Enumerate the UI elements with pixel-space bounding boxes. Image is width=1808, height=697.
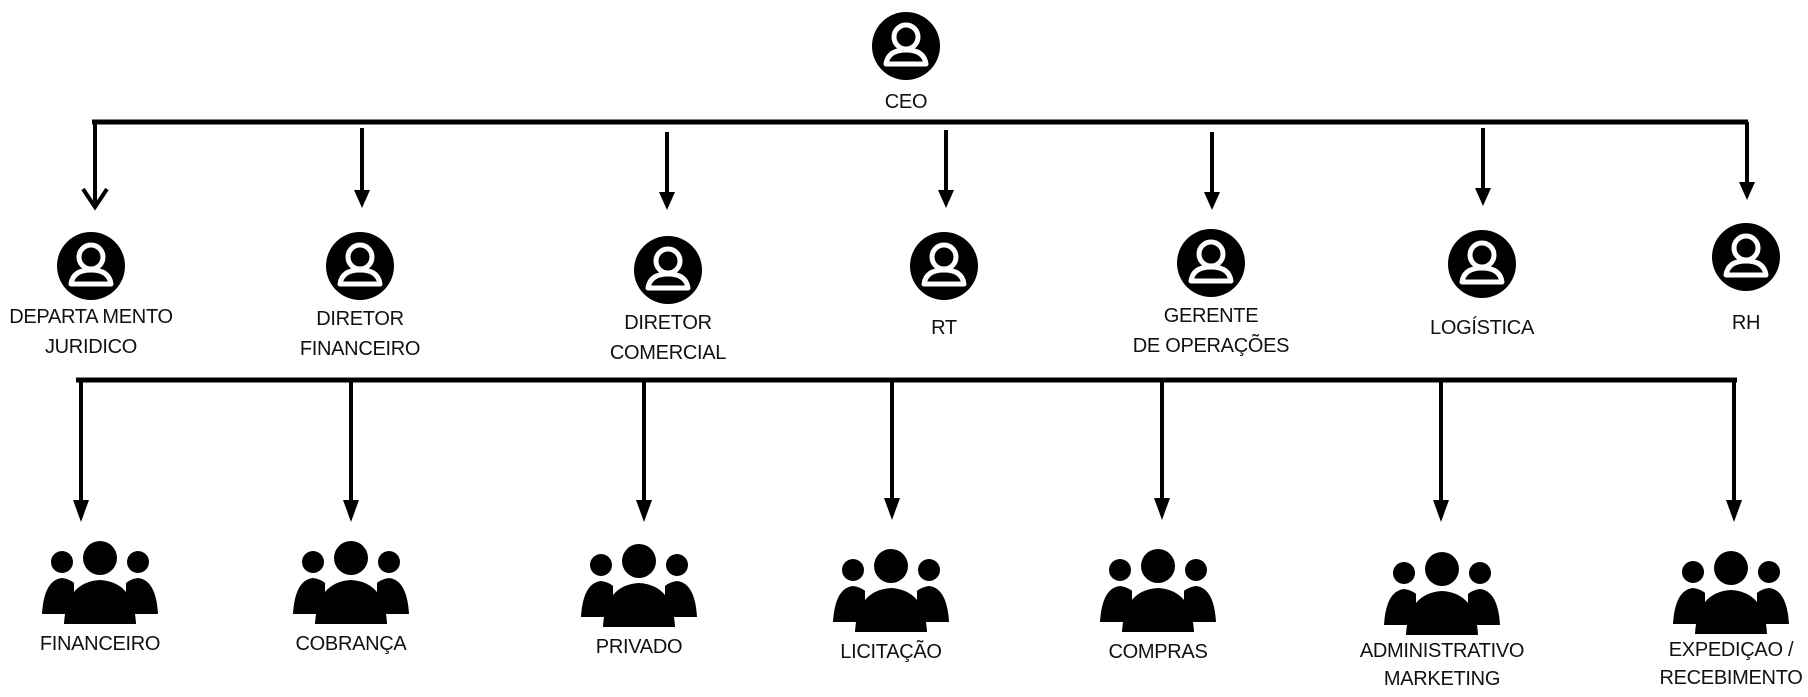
node-privado: PRIVADO [524,533,754,661]
node-financeiro: FINANCEIRO [0,530,215,658]
node-label-line1: DEPARTA MENTO [9,306,173,328]
node-label-line2: MARKETING [1383,668,1501,690]
node-administrativo-marketing: ADMINISTRATIVO MARKETING [1327,541,1557,693]
arrowhead-juridico [81,187,109,211]
group-icon [42,540,158,624]
node-label: LOGÍSTICA [1430,314,1534,342]
node-label-line2: RECEBIMENTO [1659,667,1803,689]
level2-arrows [73,380,1742,522]
person-icon [1448,230,1516,298]
group-icon [1384,551,1500,635]
node-compras: COMPRAS [1043,538,1273,666]
node-label-line1: COBRANÇA [295,633,407,655]
node-logistica: LOGÍSTICA [1367,228,1597,342]
node-label-line1: COMPRAS [1108,641,1208,663]
node-label-line2: JURIDICO [44,336,138,358]
node-label-line1: DIRETOR [624,312,712,334]
ceo-node: CEO [791,10,1021,116]
node-label: FINANCEIRO [39,630,161,658]
person-icon [326,232,394,300]
node-diretor-financeiro: DIRETOR FINANCEIRO [245,230,475,364]
node-label: PRIVADO [595,633,683,661]
node-label: COBRANÇA [296,630,407,658]
node-label-line2: DE OPERAÇÕES [1132,335,1290,357]
node-gerente-operacoes: GERENTE DE OPERAÇÕES [1096,227,1326,361]
node-label-line1: LOGÍSTICA [1430,317,1534,339]
node-rt: RT [829,230,1059,342]
node-label-line1: LICITAÇÃO [840,641,942,663]
node-label-line1: EXPEDIÇAO / [1668,639,1794,661]
node-label: GERENTE DE OPERAÇÕES [1132,301,1290,361]
node-label: DIRETOR FINANCEIRO [299,304,421,364]
node-label-line1: RT [931,317,957,339]
person-icon [57,232,125,300]
node-label-line1: DIRETOR [316,308,404,330]
node-label-line2: FINANCEIRO [299,338,421,360]
person-icon [634,236,702,304]
group-icon [1100,548,1216,632]
node-label-line2: COMERCIAL [609,342,727,364]
node-rh: RH [1631,221,1808,337]
node-cobranca: COBRANÇA [236,530,466,658]
node-expedicao-recebimento: EXPEDIÇAO / RECEBIMENTO [1616,540,1808,692]
node-label-line1: PRIVADO [595,636,683,658]
node-label: ADMINISTRATIVO MARKETING [1359,637,1525,693]
node-label-line1: FINANCEIRO [39,633,161,655]
node-licitacao: LICITAÇÃO [776,538,1006,666]
node-label: EXPEDIÇAO / RECEBIMENTO [1659,636,1802,692]
ceo-label: CEO [884,91,928,113]
node-label-line1: RH [1731,312,1761,334]
node-departamento-juridico: DEPARTA MENTO JURIDICO [0,230,206,362]
person-icon [1712,223,1780,291]
person-icon [910,232,978,300]
group-icon [293,540,409,624]
node-diretor-comercial: DIRETOR COMERCIAL [553,234,783,368]
node-label: RH [1731,309,1761,337]
level1-arrows [81,122,1755,211]
node-label: LICITAÇÃO [840,638,942,666]
node-label-line1: ADMINISTRATIVO [1359,640,1525,662]
node-label: DEPARTA MENTO JURIDICO [9,302,173,362]
node-label-line1: GERENTE [1163,305,1259,327]
person-icon [1177,229,1245,297]
node-label: RT [931,314,957,342]
group-icon [833,548,949,632]
person-icon [872,12,940,80]
node-label: COMPRAS [1108,638,1207,666]
group-icon [1673,550,1789,634]
node-label: DIRETOR COMERCIAL [609,308,727,368]
group-icon [581,543,697,627]
